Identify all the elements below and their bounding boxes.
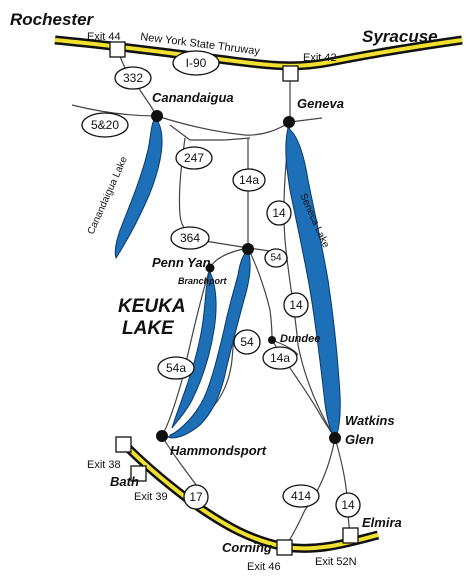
exit44-label: Exit 44	[87, 31, 121, 43]
exit52n-box	[342, 527, 359, 544]
route-14-mid-label: 14	[289, 298, 303, 312]
route-17-shield: 17	[183, 484, 209, 510]
dundee-dot	[268, 336, 276, 344]
geneva-label: Geneva	[297, 96, 344, 111]
exit52n-label: Exit 52N	[315, 556, 357, 568]
keuka-lake	[166, 249, 251, 439]
route-14a-north-shield: 14a	[232, 168, 266, 192]
glen-label: Glen	[345, 432, 374, 447]
route-5-20-label: 5&20	[91, 118, 119, 132]
route-14-mid-shield: 14	[283, 292, 309, 318]
elmira-label: Elmira	[362, 515, 402, 530]
syracuse-label: Syracuse	[362, 27, 438, 46]
route-14-south-shield: 14	[335, 492, 361, 518]
route-414-label: 414	[291, 489, 311, 503]
map-labels: Rochester Syracuse Exit 44 New York Stat…	[10, 10, 438, 573]
exit-boxes	[109, 41, 359, 556]
route-54-north-label: 54	[270, 253, 282, 264]
canandaigua-label: Canandaigua	[152, 90, 234, 105]
route-332-label: 332	[123, 71, 143, 85]
route-364-label: 364	[180, 231, 200, 245]
route-54-label: 54	[240, 335, 254, 349]
route-54-north-shield: 54	[264, 248, 288, 268]
keuka-label-line1: KEUKA	[118, 296, 186, 317]
canandaigua-dot	[151, 110, 163, 122]
route-14-north-label: 14	[272, 206, 286, 220]
dundee-label: Dundee	[280, 333, 320, 345]
seneca-lake	[285, 127, 341, 439]
route-14-south-label: 14	[341, 498, 355, 512]
route-i90-label: I-90	[186, 56, 207, 70]
corning-label: Corning	[222, 540, 272, 555]
exit42-label: Exit 42	[303, 52, 337, 64]
keuka-label-line2: LAKE	[122, 318, 175, 339]
route-14a-north-label: 14a	[239, 173, 259, 187]
exit44-box	[109, 41, 126, 58]
penn-yan-dot	[242, 243, 254, 255]
route-shields: I-90 332 5&20 247 14a 14 364 54	[81, 50, 361, 518]
route-14a-south-label: 14a	[270, 351, 290, 365]
route-5-20-shield: 5&20	[81, 112, 129, 138]
southern-tier-highway	[121, 441, 380, 553]
exit46-label: Exit 46	[247, 561, 281, 573]
thruway-i90	[54, 35, 463, 71]
exit39-label: Exit 39	[134, 491, 168, 503]
exit42-box	[282, 65, 299, 82]
route-54a-shield: 54a	[157, 356, 195, 380]
lakes	[114, 117, 341, 439]
exit38-box	[115, 436, 132, 453]
exit39-box	[130, 465, 147, 482]
route-364-shield: 364	[170, 226, 210, 250]
watkins-glen-dot	[329, 432, 341, 444]
route-17-label: 17	[189, 490, 203, 504]
geneva-dot	[283, 116, 295, 128]
route-414-shield: 414	[282, 484, 320, 508]
route-247-label: 247	[184, 151, 204, 165]
hammondsport-label: Hammondsport	[170, 443, 267, 458]
city-markers	[151, 110, 341, 444]
route-14a-south-shield: 14a	[262, 346, 298, 370]
rochester-label: Rochester	[10, 10, 95, 29]
route-i90-shield: I-90	[172, 50, 220, 76]
canandaigua-lake	[114, 117, 163, 260]
route-54a-label: 54a	[166, 361, 186, 375]
route-332-shield: 332	[114, 66, 152, 90]
route-14-north-shield: 14	[266, 200, 292, 226]
branchport-label: Branchport	[178, 276, 228, 286]
exit38-label: Exit 38	[87, 459, 121, 471]
watkins-label: Watkins	[345, 413, 395, 428]
penn-yan-label: Penn Yan	[152, 255, 211, 270]
route-54-shield: 54	[233, 329, 261, 355]
hammondsport-dot	[156, 430, 168, 442]
route-247-shield: 247	[175, 146, 213, 170]
bath-label: Bath	[110, 474, 139, 489]
exit46-box	[276, 539, 293, 556]
branchport-dot	[205, 263, 215, 273]
